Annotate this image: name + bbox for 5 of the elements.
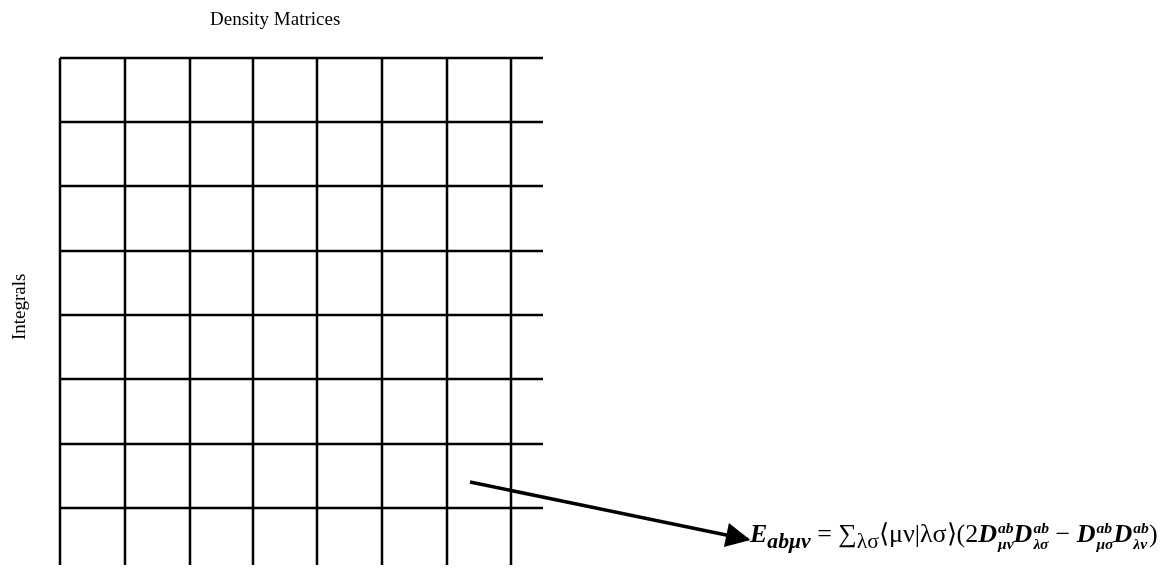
arrow	[469, 480, 751, 547]
axis-label: Integrals	[8, 273, 30, 340]
energy-equation: E$_{abμν}$ = ∑$_{λσ}$⟨μν|λσ⟩(2D$^{ab}$$_{μν}$D$^{ab}$$_{λσ}$ − D$^{ab}$$_{μσ}$D$^{ab}$$_{λν}$)	[750, 520, 1158, 553]
axis-title: Density Matrices	[210, 8, 341, 30]
grid-drawing	[58, 56, 543, 565]
